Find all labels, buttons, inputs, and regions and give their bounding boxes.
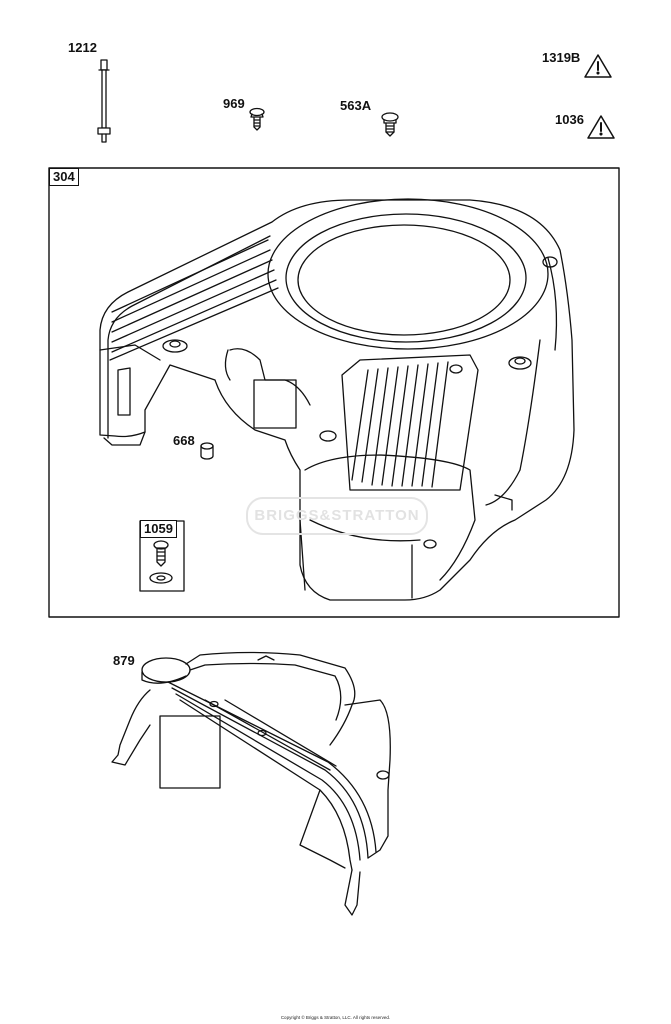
part-label-879: 879 [113, 653, 135, 668]
screw-563a-drawing [381, 112, 399, 137]
bolt-1212-drawing [97, 59, 111, 143]
kit-label-1059: 1059 [140, 520, 177, 538]
part-label-969: 969 [223, 96, 245, 111]
copyright-notice: Copyright © Briggs & Stratton, LLC. All … [280, 1015, 391, 1020]
kit-304-frame [48, 167, 620, 618]
blower-housing-drawing [99, 198, 575, 601]
kit-label-304: 304 [49, 168, 79, 186]
warning-triangle-icon [584, 54, 612, 78]
watermark: BRIGGS&STRATTON [246, 497, 428, 535]
part-label-1212: 1212 [68, 40, 97, 55]
air-guide-879-drawing [111, 651, 391, 916]
screw-969-drawing [249, 107, 265, 131]
part-label-1319b: 1319B [542, 50, 581, 65]
warning-triangle-icon [587, 115, 615, 139]
part-label-563a: 563A [340, 98, 372, 113]
part-label-1036: 1036 [555, 112, 584, 127]
screw-washer-1059-drawing [149, 540, 173, 584]
part-label-668: 668 [173, 433, 195, 448]
spacer-668-drawing [200, 442, 214, 460]
